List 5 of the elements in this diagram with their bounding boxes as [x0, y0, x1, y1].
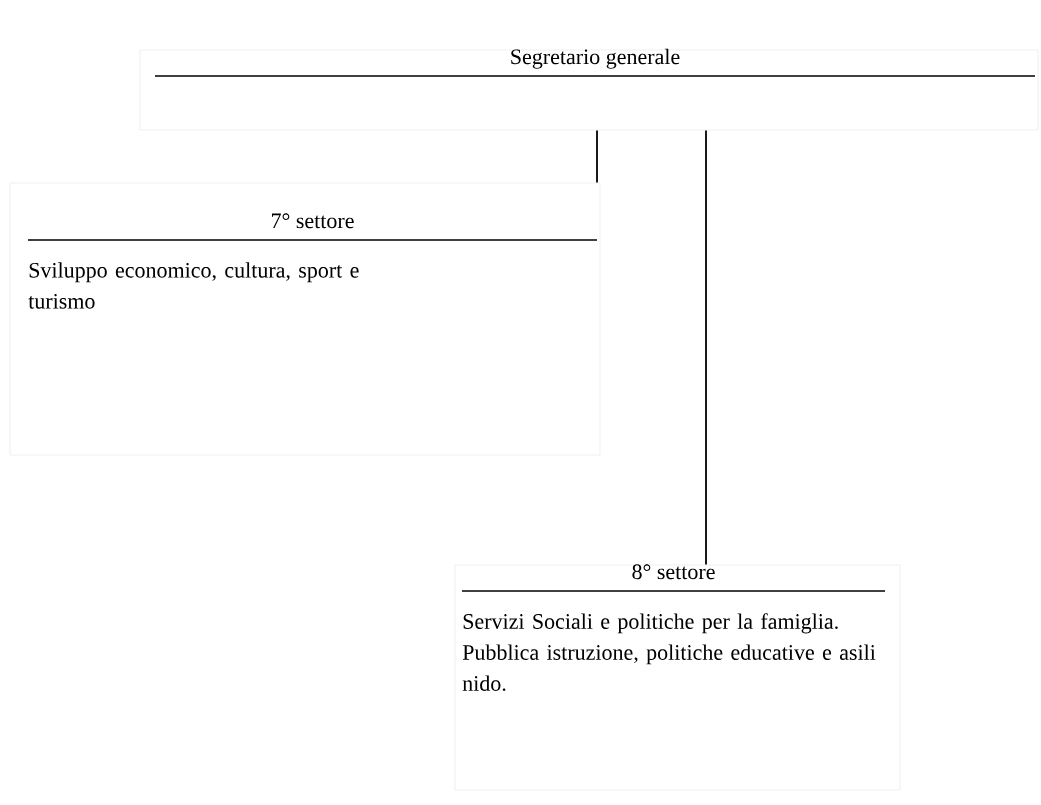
org-unit-box: 7° settore Sviluppo economico, cultura, sport e turismo: [9, 182, 601, 456]
connector-line: [705, 129, 707, 566]
org-unit-box: 8° settore Servizi Sociali e politiche per la famiglia. Pubblica istruzione, politiche educative e asili nido.: [454, 564, 901, 791]
connector-line: [596, 129, 598, 184]
org-unit-box: Segretario generale: [139, 48, 1039, 131]
